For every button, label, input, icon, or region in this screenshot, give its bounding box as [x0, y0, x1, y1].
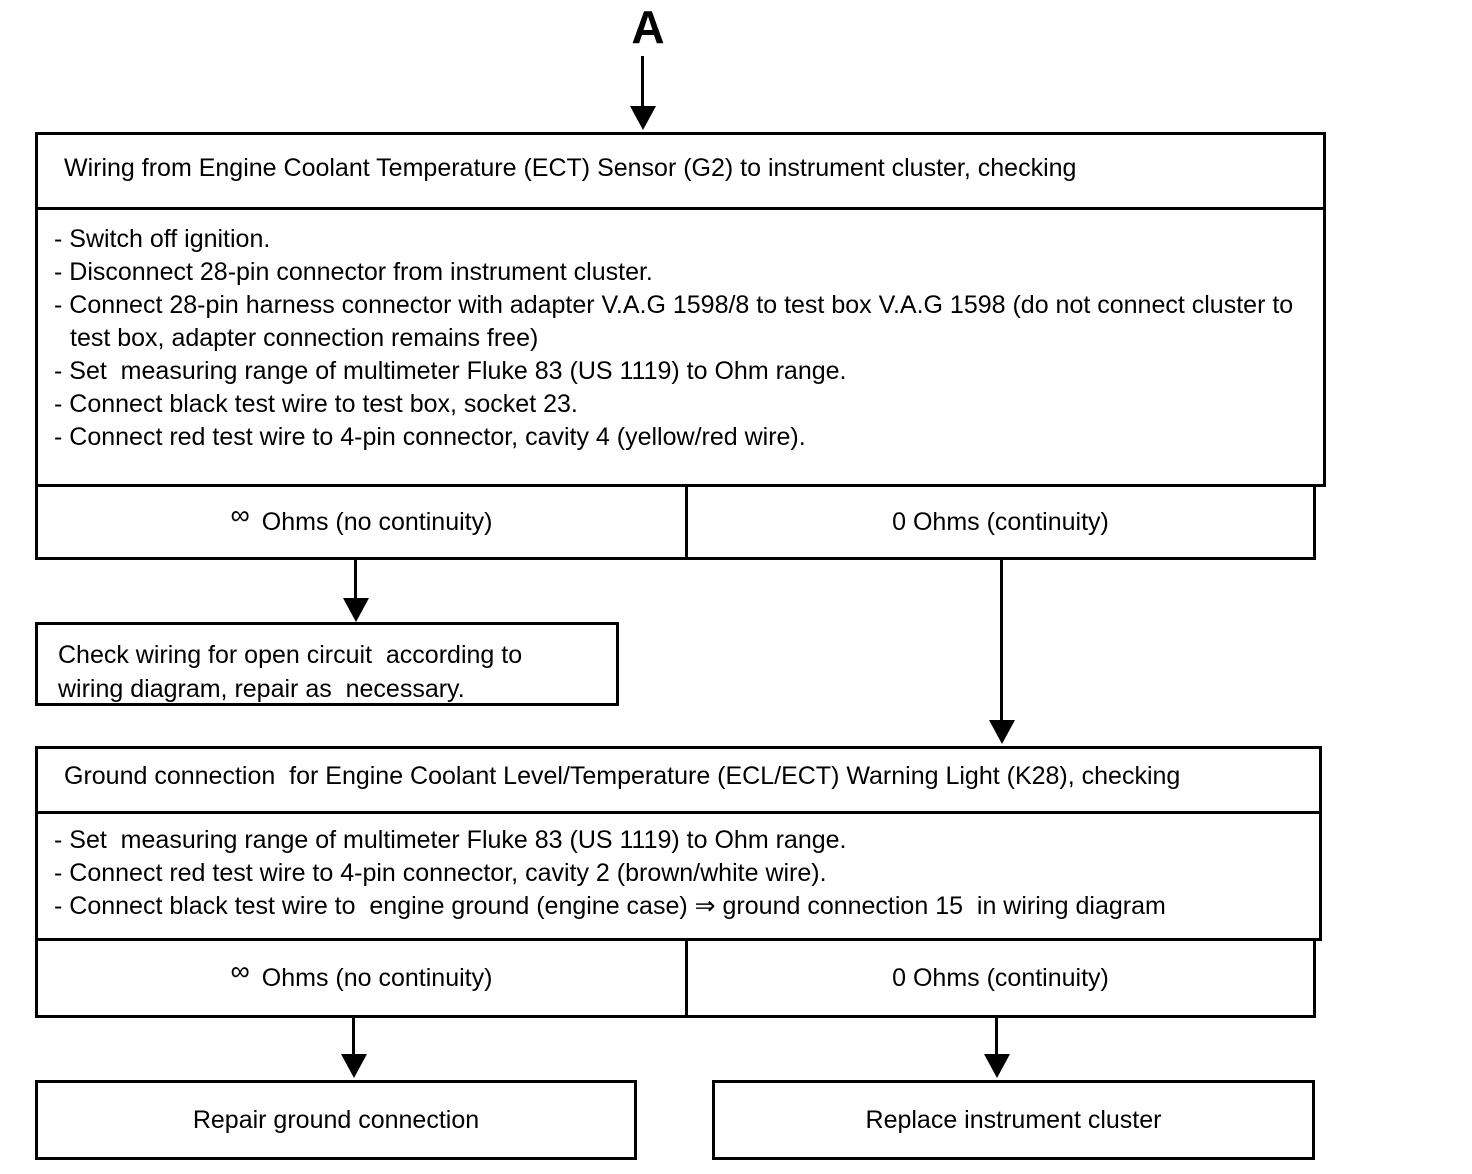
arrow-head	[630, 106, 656, 130]
action-repair-ground-box: Repair ground connection	[35, 1080, 637, 1160]
instruction-line: - Switch off ignition.	[54, 225, 271, 253]
instruction-line: - Connect red test wire to 4-pin connect…	[54, 423, 806, 451]
arrow-head	[341, 1054, 367, 1078]
arrow-head	[989, 720, 1015, 744]
arrow-line	[354, 560, 357, 600]
arrow-line	[995, 1018, 998, 1056]
step1-outcome-continuity: 0 Ohms (continuity)	[892, 507, 1109, 536]
step2-outcome-no-continuity: ∞ Ohms (no continuity)	[38, 941, 688, 1015]
step2-outcome-row: ∞ Ohms (no continuity) 0 Ohms (continuit…	[35, 938, 1316, 1018]
action-check-wiring-box: Check wiring for open circuit according …	[35, 622, 619, 706]
step1-title-box: Wiring from Engine Coolant Temperature (…	[35, 132, 1326, 210]
step2-instructions-box: - Set measuring range of multimeter Fluk…	[35, 811, 1322, 941]
outcome-label: Ohms (no continuity)	[261, 963, 493, 992]
infinity-symbol: ∞	[230, 499, 250, 530]
connector-a-label: A	[631, 1, 665, 53]
outcome-label: Ohms (no continuity)	[261, 507, 493, 536]
infinity-symbol: ∞	[230, 955, 250, 986]
arrow-line	[641, 56, 644, 108]
step1-outcome-no-continuity: ∞ Ohms (no continuity)	[38, 487, 688, 557]
step1-instructions-box: - Switch off ignition. - Disconnect 28-p…	[35, 207, 1326, 487]
instruction-line: - Connect 28-pin harness connector with …	[54, 291, 1301, 352]
instruction-line: - Connect red test wire to 4-pin connect…	[54, 859, 827, 887]
instruction-line: - Disconnect 28-pin connector from instr…	[54, 258, 653, 286]
step1-outcome-row: ∞ Ohms (no continuity) 0 Ohms (continuit…	[35, 484, 1316, 560]
arrow-head	[343, 598, 369, 622]
instruction-line: - Connect black test wire to engine grou…	[54, 892, 1166, 920]
arrow-line	[352, 1018, 355, 1056]
arrow-head	[984, 1054, 1010, 1078]
instruction-line: - Connect black test wire to test box, s…	[54, 390, 578, 418]
step2-outcome-continuity: 0 Ohms (continuity)	[892, 963, 1109, 992]
instruction-line: - Set measuring range of multimeter Fluk…	[54, 357, 847, 385]
step2-title-box: Ground connection for Engine Coolant Lev…	[35, 746, 1322, 814]
instruction-line: - Set measuring range of multimeter Fluk…	[54, 826, 847, 854]
arrow-line	[1000, 560, 1003, 722]
action-replace-cluster-box: Replace instrument cluster	[712, 1080, 1315, 1160]
